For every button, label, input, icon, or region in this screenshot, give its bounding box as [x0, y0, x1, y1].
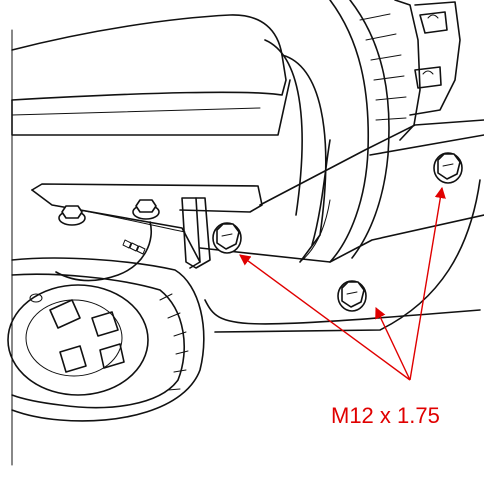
- m12-bolt-right: [433, 152, 463, 184]
- callout-arrow-upper-left: [239, 254, 411, 381]
- callout-label: M12 x 1.75: [331, 403, 440, 428]
- m12-bolt-upper-left: [212, 222, 242, 254]
- hitch-bolt-left: [58, 205, 86, 226]
- m12-bolt-lower: [337, 280, 367, 312]
- rear-wheel: [7, 257, 205, 422]
- callout-arrow-lower: [375, 306, 411, 381]
- callout-arrow-right: [409, 186, 446, 381]
- carrier-bracket: [409, 1, 461, 116]
- hitch-bolt-right: [132, 199, 160, 220]
- safety-cable: [55, 221, 152, 282]
- spare-tire: [329, 0, 421, 263]
- rear-bumper: [11, 14, 331, 263]
- skid-plate: [199, 119, 484, 333]
